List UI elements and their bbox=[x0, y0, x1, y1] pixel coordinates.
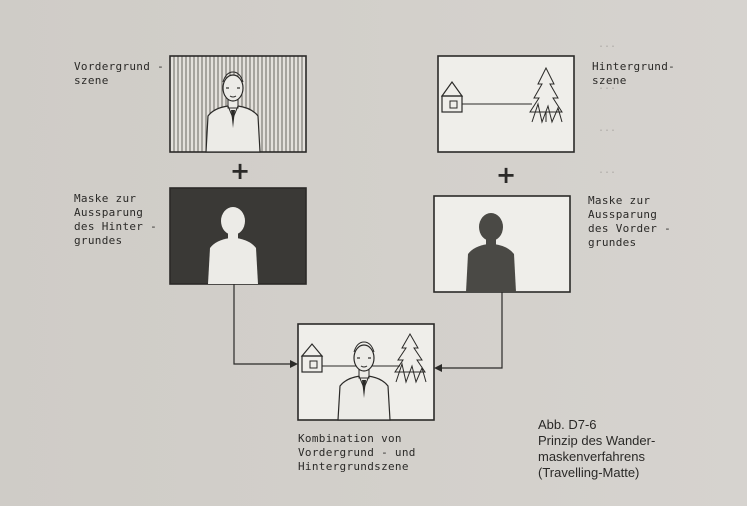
tree-drawing-combined bbox=[394, 332, 427, 384]
mask-background-panel bbox=[169, 187, 307, 285]
label-combination: Kombination von Vordergrund - und Hinter… bbox=[298, 432, 416, 473]
person-silhouette-cutout bbox=[208, 207, 258, 284]
bleed-line: ... bbox=[598, 81, 617, 92]
foreground-scene-panel bbox=[169, 55, 307, 153]
tree-drawing bbox=[529, 66, 563, 124]
figure-caption: Abb. D7-6 Prinzip des Wander- maskenverf… bbox=[538, 417, 656, 480]
person-figure bbox=[205, 71, 261, 153]
background-scene-panel bbox=[437, 55, 575, 153]
bleed-line: ... bbox=[598, 123, 617, 134]
connector-right bbox=[434, 292, 503, 372]
combination-panel bbox=[297, 323, 435, 421]
connector-left bbox=[233, 284, 298, 368]
label-mask-foreground: Maske zur Aussparung des Vorder - grunde… bbox=[588, 194, 672, 249]
mask-foreground-panel bbox=[433, 195, 571, 293]
person-figure-combined bbox=[337, 341, 391, 421]
label-foreground-scene: Vordergrund - szene bbox=[74, 60, 164, 87]
plus-sign-left: + bbox=[230, 157, 251, 185]
bleed-line: ... bbox=[598, 39, 617, 50]
label-mask-background: Maske zur Aussparung des Hinter - grunde… bbox=[74, 192, 158, 247]
bleed-line: ... bbox=[598, 165, 617, 176]
bleed-through-text: ... ... ... ... bbox=[598, 10, 622, 206]
house-drawing-combined bbox=[300, 343, 324, 373]
person-silhouette-solid bbox=[466, 213, 516, 292]
plus-sign-right: + bbox=[496, 161, 517, 189]
label-background-scene: Hintergrund- szene bbox=[592, 60, 676, 87]
